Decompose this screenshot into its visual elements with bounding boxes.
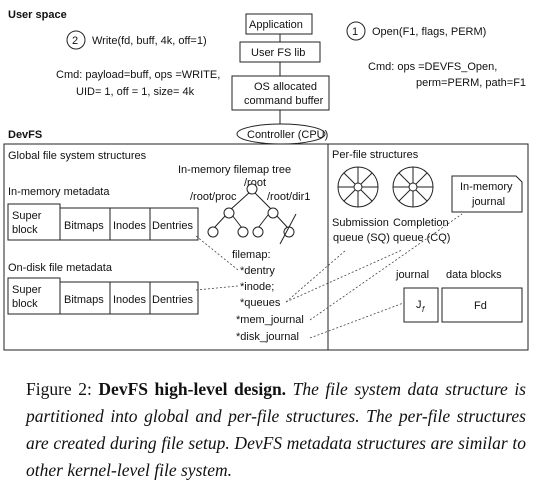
inmem-dentries: Dentries [152,220,193,232]
inmem-journal-line1: In-memory [460,181,513,193]
journal-label: journal [395,269,429,281]
completion-queue-icon [392,166,434,208]
ondisk-inodes: Inodes [113,294,147,306]
open-call: Open(F1, flags, PERM) [372,26,486,38]
inmem-bitmaps: Bitmaps [64,220,104,232]
inmem-inodes: Inodes [113,220,147,232]
user-space-label: User space [8,9,67,21]
devfs-label: DevFS [8,129,42,141]
user-fs-lib-label: User FS lib [251,47,305,59]
step-1-circle [346,21,366,41]
sq-label-line2: queue (SQ) [333,232,390,244]
inmem-superblock-1: Super [12,210,42,222]
os-buffer-line1: OS allocated [254,81,317,93]
write-cmd-line1: Cmd: payload=buff, ops =WRITE, [56,69,220,81]
journal-box-label: J [416,299,422,311]
cq-label-line2: queue (CQ) [393,232,450,244]
application-box [245,13,313,35]
filemap-tree-title: In-memory filemap tree [178,164,291,176]
tree-dir1-label: /root/dir1 [267,191,310,203]
data-blocks-box [441,287,523,323]
inmem-meta-row: Super block Bitmaps Inodes Dentries [7,203,199,241]
os-command-buffer-box [231,75,330,111]
os-buffer-line2: command buffer [244,95,324,107]
devfs-diagram: User space 2 Write(fd, buff, 4k, off=1) … [3,9,529,351]
filemap-field-dentry: *dentry [240,265,275,277]
step-1-number: 1 [352,26,358,38]
filemap-field-queues: *queues [240,297,281,309]
inmem-superblock-2: block [12,224,38,236]
journal-box-subscript: f [422,305,425,314]
tree-proc-label: /root/proc [190,191,237,203]
journal-box [403,287,439,323]
sq-label-line1: Submission [332,217,389,229]
data-blocks-label: data blocks [446,269,502,281]
step-2-circle [66,30,86,50]
open-cmd-line2: perm=PERM, path=F1 [416,77,526,89]
ondisk-dentries: Dentries [152,294,193,306]
filemap-field-mem-journal: *mem_journal [236,314,304,326]
write-call: Write(fd, buff, 4k, off=1) [92,35,207,47]
caption-body: The file system data structure is partit… [26,379,526,480]
perfile-title: Per-file structures [332,149,419,161]
global-structures-title: Global file system structures [8,150,147,162]
devfs-region [3,143,529,351]
ondisk-meta-label: On-disk file metadata [8,262,113,274]
submission-queue-icon [337,166,379,208]
inmem-meta-label: In-memory metadata [8,186,110,198]
filemap-tree [207,183,297,245]
inmem-journal-line2: journal [471,196,505,208]
controller-label: Controller (CPU) [247,129,328,141]
figure-caption: Figure 2: DevFS high-level design. The f… [26,376,526,484]
dashed-connectors [195,213,463,339]
ondisk-meta-row: Super block Bitmaps Inodes Dentries [7,277,199,315]
caption-title: DevFS high-level design. [98,379,287,399]
ondisk-superblock-1: Super [12,284,42,296]
filemap-field-disk-journal: *disk_journal [236,331,299,343]
ondisk-bitmaps: Bitmaps [64,294,104,306]
filemap-field-inode: *inode; [240,281,274,293]
step-2-number: 2 [72,35,78,47]
filemap-label: filemap: [232,249,271,261]
cq-label-line1: Completion [393,217,449,229]
application-label: Application [249,19,303,31]
data-blocks-box-label: Fd [474,300,487,312]
inmem-journal-box [451,175,523,213]
open-cmd-line1: Cmd: ops =DEVFS_Open, [368,61,497,73]
write-cmd-line2: UID= 1, off = 1, size= 4k [76,86,195,98]
caption-label: Figure 2: [26,379,92,399]
ondisk-superblock-2: block [12,298,38,310]
